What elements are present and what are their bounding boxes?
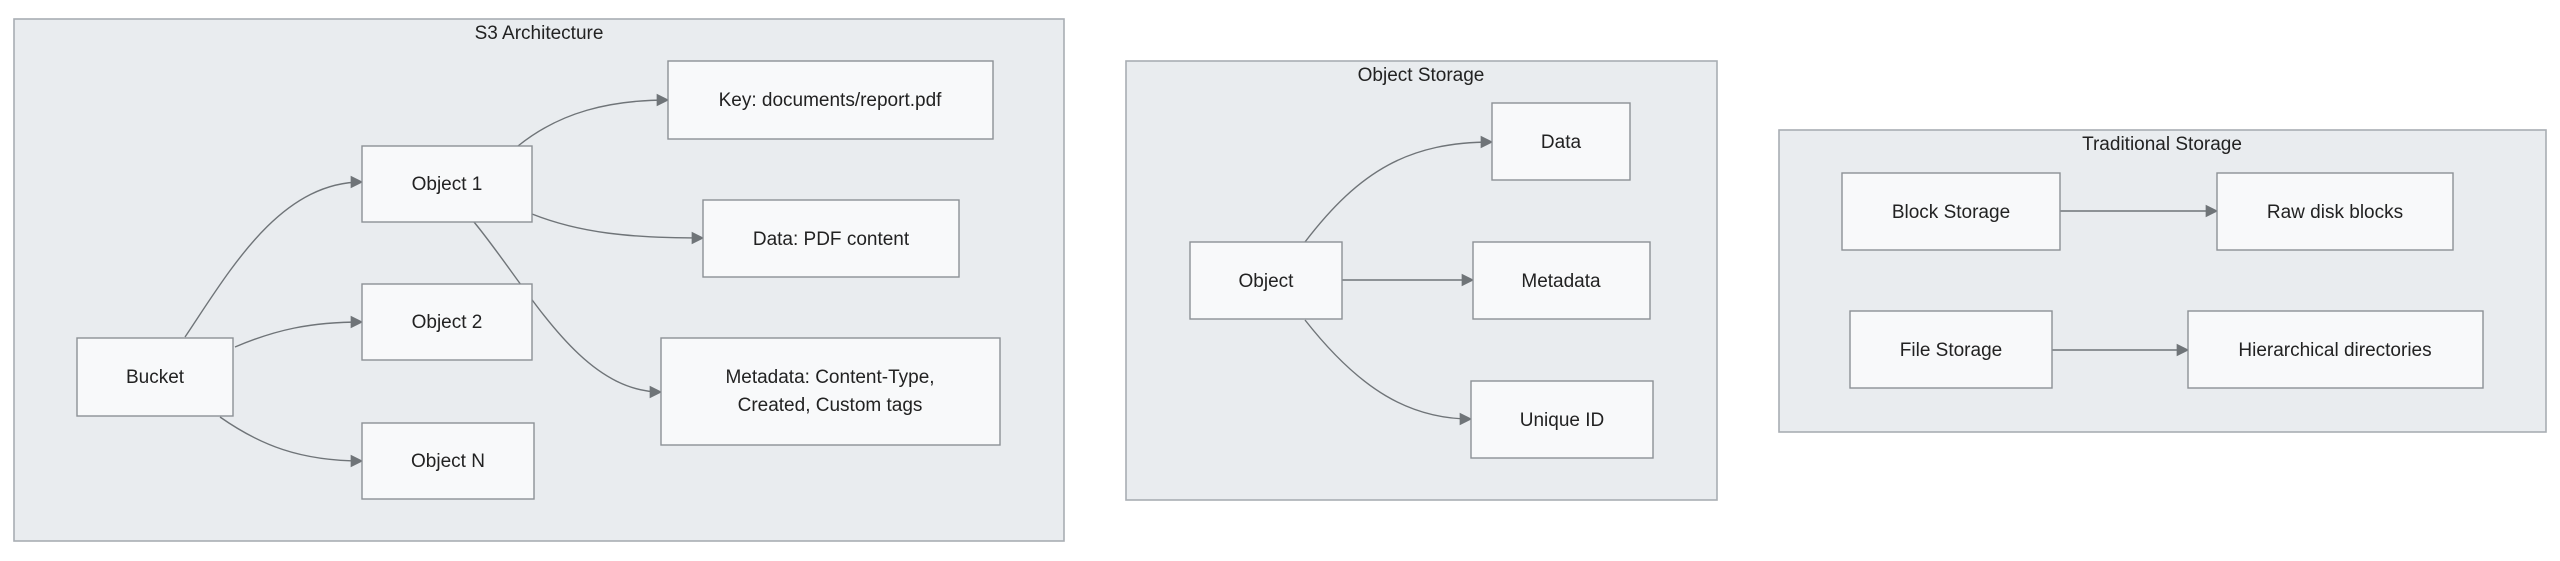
node-object1[interactable]: Object 1 (361, 145, 533, 223)
node-bucket[interactable]: Bucket (76, 337, 234, 417)
node-key-label: Key: documents/report.pdf (719, 90, 943, 111)
node-hier-dirs[interactable]: Hierarchical directories (2187, 310, 2484, 389)
node-metadata-label: Metadata (1521, 271, 1601, 292)
node-objectN-label: Object N (411, 451, 485, 472)
node-unique-id[interactable]: Unique ID (1470, 380, 1654, 459)
node-raw-disk[interactable]: Raw disk blocks (2216, 172, 2454, 251)
edge-object1-metadata (473, 221, 663, 399)
cluster-title-s3: S3 Architecture (475, 23, 604, 44)
edge-object-unique-id (1304, 319, 1473, 426)
edge-bucket-object2 (234, 315, 364, 348)
node-data-pdf[interactable]: Data: PDF content (702, 199, 960, 278)
cluster-title-traditional-storage: Traditional Storage (2082, 134, 2242, 155)
node-file-storage[interactable]: File Storage (1849, 310, 2053, 389)
edge-bucket-object1 (184, 175, 364, 338)
cluster-title-object-storage: Object Storage (1358, 65, 1485, 86)
node-data-pdf-label: Data: PDF content (753, 229, 910, 250)
edge-object1-data-pdf (531, 213, 705, 245)
node-data[interactable]: Data (1491, 102, 1631, 181)
edges (184, 93, 2219, 468)
node-metadata-s3-line1: Metadata: Content-Type, (725, 367, 934, 388)
node-key[interactable]: Key: documents/report.pdf (667, 60, 994, 140)
edge-bucket-objectN (219, 416, 364, 468)
node-hier-dirs-label: Hierarchical directories (2238, 340, 2431, 361)
edge-object1-key (517, 93, 670, 147)
node-object1-label: Object 1 (412, 174, 483, 195)
node-block-storage[interactable]: Block Storage (1841, 172, 2061, 251)
node-file-storage-label: File Storage (1900, 340, 2002, 361)
node-data-label: Data (1541, 132, 1582, 153)
node-unique-id-label: Unique ID (1520, 410, 1605, 431)
node-object[interactable]: Object (1189, 241, 1343, 320)
node-raw-disk-label: Raw disk blocks (2267, 202, 2403, 223)
node-object-label: Object (1239, 271, 1295, 292)
node-object2[interactable]: Object 2 (361, 283, 533, 361)
node-object2-label: Object 2 (412, 312, 483, 333)
node-metadata[interactable]: Metadata (1472, 241, 1651, 320)
node-objectN[interactable]: Object N (361, 422, 535, 500)
node-metadata-s3[interactable]: Metadata: Content-Type, Created, Custom … (660, 337, 1001, 446)
node-metadata-s3-line2: Created, Custom tags (738, 395, 923, 416)
node-block-storage-label: Block Storage (1892, 202, 2010, 223)
node-bucket-label: Bucket (126, 367, 185, 388)
edge-object-data (1304, 135, 1494, 243)
